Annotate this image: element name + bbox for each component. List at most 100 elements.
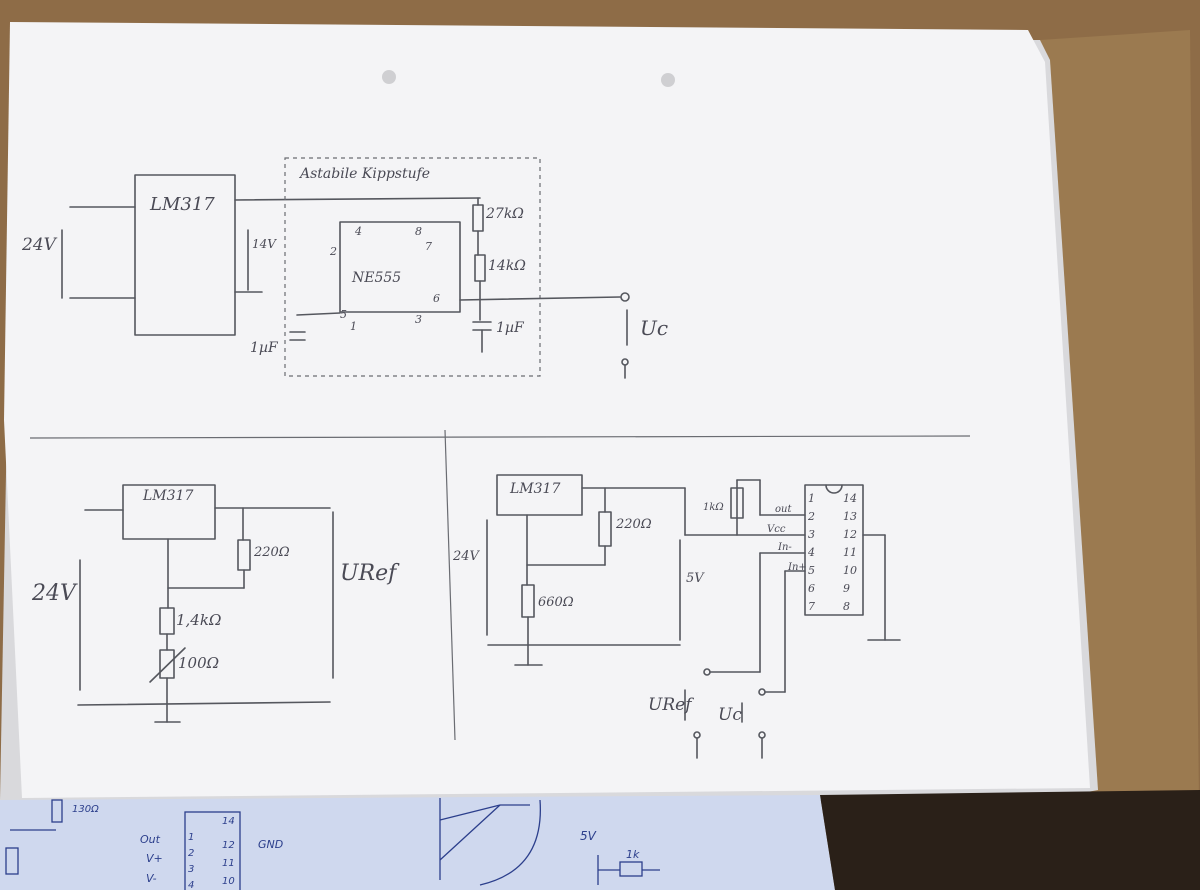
ic-pin: 9 (843, 582, 850, 595)
ground-rail (77, 701, 331, 706)
bs-pin: 3 (188, 864, 194, 875)
ic-pin: 13 (843, 510, 857, 523)
bottom-blue-sheet (0, 795, 835, 890)
ic-pin: 4 (807, 546, 815, 559)
bs-label: 5V (580, 829, 597, 843)
supply-wire (234, 197, 481, 201)
paper-sheet (4, 22, 1090, 798)
bs-resistor (51, 799, 63, 823)
bs-ic (184, 811, 241, 890)
terminal (703, 668, 711, 676)
r2-label: 14kΩ (488, 258, 526, 274)
regulator-box (122, 484, 216, 540)
ic-left-pins: 1 2 3 4 5 6 7 (807, 492, 815, 613)
pin-label: 4 (354, 225, 362, 238)
bl-output-label: URef (340, 561, 400, 586)
top-input-voltage: 24V (21, 235, 58, 255)
ne555-body (339, 221, 461, 313)
bs-label: V- (146, 872, 157, 885)
pin-label: 7 (425, 240, 432, 253)
output-wire (459, 296, 621, 301)
top-regulator-label: LM317 (149, 194, 215, 215)
timer-label: NE555 (351, 270, 401, 286)
ic-pin: 7 (808, 600, 815, 613)
punch-hole-right (661, 73, 675, 87)
ic-notch (825, 484, 843, 494)
ic-pin: 11 (843, 546, 857, 559)
bs-pin: 1 (188, 832, 194, 843)
bs-label: 1k (626, 848, 640, 861)
pin-label: 3 (415, 313, 422, 326)
section-divider (29, 435, 971, 439)
output-terminal (620, 292, 630, 302)
br-r-bottom-label: 660Ω (538, 595, 574, 610)
bs-wire (479, 799, 541, 886)
r1-label: 27kΩ (485, 206, 524, 222)
resistor-1k (730, 487, 744, 519)
bs-pin: 11 (222, 858, 235, 869)
bs-label: 130Ω (72, 804, 99, 815)
ic-14pin (804, 484, 864, 616)
wire (296, 312, 341, 316)
bs-label: Out (140, 833, 161, 846)
bs-resistor (619, 861, 643, 877)
bottom-sheet-sketch: 130Ω Out V+ V- 1 2 3 4 14 12 11 10 GND 5… (5, 798, 660, 890)
pin-name-vcc: Vcc (767, 524, 786, 535)
bl-pot-label: 100Ω (178, 654, 219, 672)
br-r-top-label: 220Ω (615, 517, 652, 532)
pin-label: 1 (350, 320, 357, 333)
pin-name-in-plus: In+ (787, 562, 807, 573)
pin-label: 6 (433, 292, 440, 305)
top-output-label: Uc (640, 316, 668, 340)
bs-pin: 10 (222, 876, 235, 887)
c-timing-label: 1µF (496, 320, 525, 336)
top-output-voltage: 14V (252, 237, 277, 251)
br-input-voltage: 24V (452, 549, 481, 564)
ic-pin: 1 (808, 492, 815, 505)
br-regulator-label: LM317 (509, 481, 560, 497)
br-input-ref-label: URef (648, 695, 694, 715)
ic-pin: 2 (807, 510, 815, 523)
punch-hole-left (382, 70, 396, 84)
bottom-left-circuit: LM317 24V 220Ω 1,4kΩ 100Ω URef (31, 484, 400, 723)
astable-label: Astabile Kippstufe (298, 166, 430, 182)
c-control-label: 1µF (250, 340, 279, 356)
regulator-box (496, 474, 583, 516)
pin-label: 8 (415, 225, 422, 238)
bs-opamp (439, 804, 501, 861)
pin-name-out: out (775, 504, 792, 515)
bs-label: V+ (146, 852, 163, 865)
ic-pin: 8 (843, 600, 850, 613)
bl-r-mid-label: 1,4kΩ (176, 611, 221, 629)
bottom-right-circuit: LM317 220Ω 660Ω 24V 5V 1kΩ 1 2 3 4 5 (452, 474, 901, 759)
bs-label: GND (258, 838, 283, 851)
bs-resistor (5, 847, 19, 875)
pin-label: 2 (329, 245, 337, 258)
top-circuit: LM317 24V 14V Astabile Kippstufe NE555 4… (21, 157, 668, 379)
bs-opamp (439, 804, 501, 821)
bs-pin: 14 (222, 816, 235, 827)
bs-pin: 2 (188, 848, 194, 859)
regulator-box (134, 174, 236, 336)
bl-r-top-label: 220Ω (253, 545, 290, 560)
pin-name-in-minus: In- (777, 542, 792, 553)
astable-box (284, 157, 541, 377)
column-divider (444, 429, 456, 741)
bs-pin: 4 (188, 880, 194, 890)
ic-pin: 3 (808, 528, 815, 541)
bs-pin: 12 (222, 840, 235, 851)
bl-input-voltage: 24V (31, 581, 78, 606)
terminal (758, 688, 766, 696)
ic-pin: 12 (843, 528, 857, 541)
br-supply-label: 5V (686, 571, 705, 586)
br-input-c-label: Uc (718, 705, 742, 725)
ic-right-pins: 14 13 12 11 10 9 8 (843, 492, 857, 613)
pin-label: 5 (340, 308, 347, 321)
ic-pin: 10 (843, 564, 857, 577)
ic-pin: 5 (808, 564, 815, 577)
dark-desk-area (820, 790, 1200, 890)
br-pullup-label: 1kΩ (703, 502, 724, 513)
bl-regulator-label: LM317 (142, 488, 193, 504)
ic-pin: 14 (843, 492, 857, 505)
